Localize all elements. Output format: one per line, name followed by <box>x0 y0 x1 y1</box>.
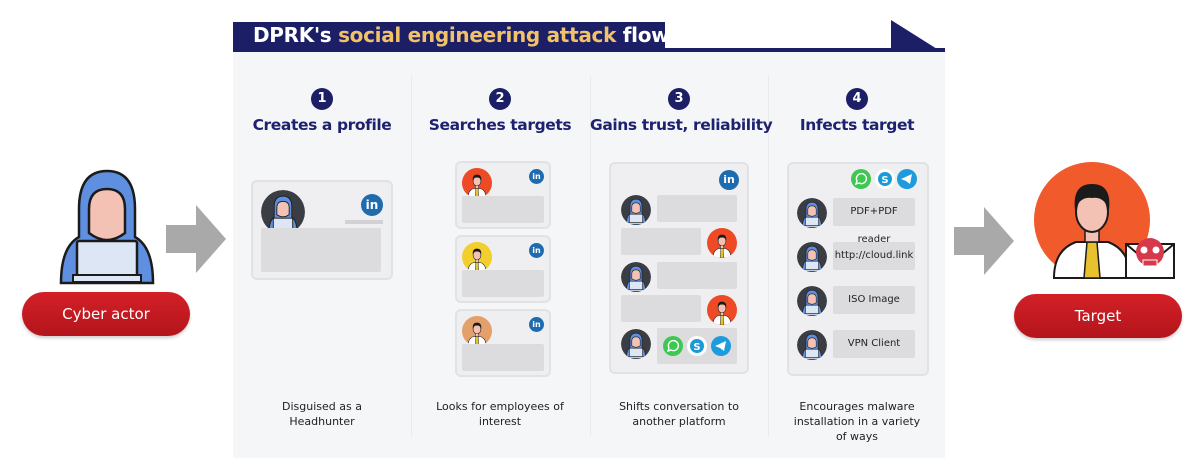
chat-bubble <box>621 228 701 255</box>
step-1: 1 Creates a profile in Disguised as a He… <box>233 52 411 458</box>
step-3: 3 Gains trust, reliability in <box>590 52 773 458</box>
target-profile-card: in <box>455 161 551 229</box>
step-2: 2 Searches targets in in in Looks for em… <box>411 52 589 458</box>
skype-icon: S <box>875 169 895 189</box>
cyber-actor-label: Cyber actor <box>22 292 190 336</box>
step-title: Gains trust, reliability <box>590 116 773 134</box>
chat-bubble <box>657 195 737 222</box>
whatsapp-icon <box>663 336 683 356</box>
arrow-right-icon <box>954 207 1014 275</box>
hacker-avatar <box>621 195 651 225</box>
step-number: 4 <box>846 88 868 110</box>
step-number: 3 <box>668 88 690 110</box>
page-title: DPRK's social engineering attack flow <box>253 23 670 47</box>
profile-content <box>462 196 544 223</box>
linkedin-icon: in <box>529 169 544 184</box>
hacker-avatar <box>797 198 827 228</box>
linkedin-icon: in <box>361 194 383 216</box>
target-label: Target <box>1014 294 1182 338</box>
column-divider <box>590 76 591 436</box>
step-title: Searches targets <box>428 116 572 134</box>
target-avatar <box>462 242 492 272</box>
malware-delivery-card: S PDF+PDF reader http://cloud.link ISO I… <box>787 162 929 376</box>
title-suffix: flow <box>622 23 670 47</box>
title-highlight: social engineering attack <box>338 23 617 47</box>
target-avatar <box>707 228 737 258</box>
target-avatar <box>462 316 492 346</box>
step-number: 2 <box>489 88 511 110</box>
target-avatar <box>707 295 737 325</box>
target-profile-card: in <box>455 309 551 377</box>
target-avatar <box>462 168 492 198</box>
hacker-avatar <box>797 286 827 316</box>
linkedin-icon: in <box>529 317 544 332</box>
attack-flow-panel: 1 Creates a profile in Disguised as a He… <box>233 52 945 458</box>
banner-shape <box>233 20 945 54</box>
whatsapp-icon <box>851 169 871 189</box>
hooded-hacker-icon <box>59 169 155 285</box>
step-title: Infects target <box>799 116 915 134</box>
linkedin-icon: in <box>529 243 544 258</box>
hacker-avatar <box>621 262 651 292</box>
profile-content <box>462 270 544 297</box>
column-divider <box>768 76 769 436</box>
title-prefix: DPRK's <box>253 23 332 47</box>
payload-iso: ISO Image <box>833 286 915 314</box>
skype-icon: S <box>687 336 707 356</box>
profile-card: in <box>251 180 393 280</box>
arrow-right-icon <box>166 205 226 273</box>
hacker-avatar <box>797 330 827 360</box>
target-profile-card: in <box>455 235 551 303</box>
chat-bubble <box>657 262 737 289</box>
step-4: 4 Infects target S PDF+PDF reader http:/… <box>768 52 946 458</box>
profile-content <box>261 228 381 272</box>
chat-bubble <box>621 295 701 322</box>
victim-with-malicious-email-icon <box>1034 162 1175 279</box>
payload-vpn: VPN Client <box>833 330 915 358</box>
step-description: Encourages malware installation in a var… <box>793 400 921 443</box>
hacker-avatar <box>797 242 827 272</box>
svg-text:S: S <box>881 175 888 186</box>
payload-link: http://cloud.link <box>833 242 915 270</box>
step-description: Shifts conversation to another platform <box>619 400 739 428</box>
telegram-icon <box>711 336 731 356</box>
svg-text:S: S <box>693 342 700 353</box>
payload-pdf: PDF+PDF reader <box>833 198 915 245</box>
step-number: 1 <box>311 88 333 110</box>
chat-bubble: S <box>657 328 737 364</box>
title-banner: DPRK's social engineering attack flow <box>233 20 945 54</box>
profile-content <box>462 344 544 371</box>
chat-card: in S <box>609 162 749 374</box>
hacker-avatar <box>621 329 651 359</box>
linkedin-icon: in <box>719 170 739 190</box>
step-description: Looks for employees of interest <box>436 400 564 428</box>
step-title: Creates a profile <box>252 116 392 134</box>
column-divider <box>411 76 412 436</box>
telegram-icon <box>897 169 917 189</box>
text-placeholder <box>345 220 383 224</box>
step-description: Disguised as a Headhunter <box>282 400 362 428</box>
